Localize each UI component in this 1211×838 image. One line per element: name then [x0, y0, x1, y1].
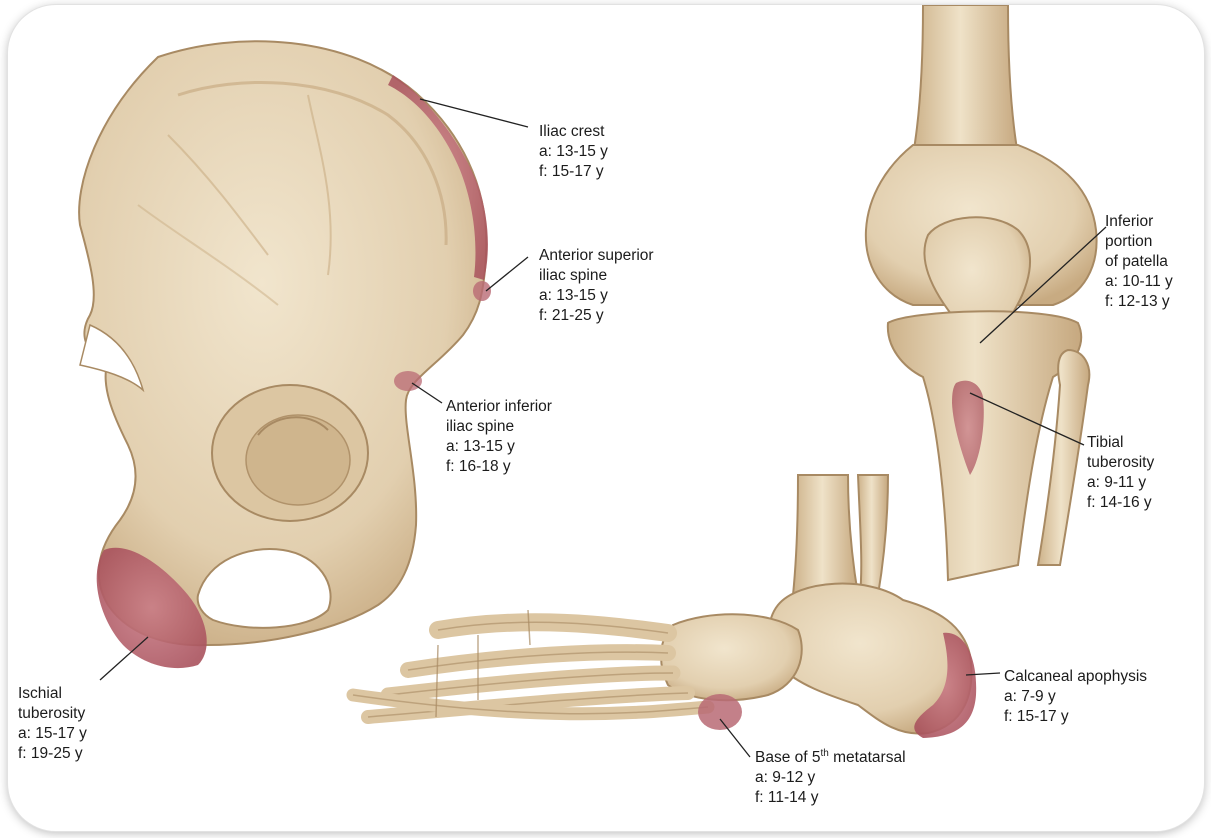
label-aiis-a: a: 13-15 y [446, 437, 552, 457]
knee-bones [866, 5, 1097, 580]
label-ischial-tuberosity: Ischial tuberosity a: 15-17 y f: 19-25 y [18, 684, 87, 764]
fifth-metatarsal-apophysis [698, 694, 742, 730]
label-metatarsal-sup: th [821, 748, 829, 759]
label-patella-f: f: 12-13 y [1105, 292, 1173, 312]
label-ischial-name-2: tuberosity [18, 704, 87, 724]
label-tibial-f: f: 14-16 y [1087, 493, 1154, 513]
label-ischial-f: f: 19-25 y [18, 744, 87, 764]
label-iliac-crest-f: f: 15-17 y [539, 162, 608, 182]
hip-bone [79, 41, 491, 668]
label-tibial-tuberosity: Tibial tuberosity a: 9-11 y f: 14-16 y [1087, 433, 1154, 513]
label-ischial-name-1: Ischial [18, 684, 87, 704]
label-metatarsal-a: a: 9-12 y [755, 768, 906, 788]
label-calcaneal-f: f: 15-17 y [1004, 707, 1147, 727]
label-patella-name-1: Inferior [1105, 212, 1173, 232]
label-aiis: Anterior inferior iliac spine a: 13-15 y… [446, 397, 552, 477]
label-asis-name-2: iliac spine [539, 266, 654, 286]
label-metatarsal-prefix: Base of 5 [755, 749, 821, 766]
label-patella-name-3: of patella [1105, 252, 1173, 272]
label-asis-name-1: Anterior superior [539, 246, 654, 266]
label-tibial-a: a: 9-11 y [1087, 473, 1154, 493]
label-tibial-name-1: Tibial [1087, 433, 1154, 453]
label-metatarsal-name: Base of 5th metatarsal [755, 748, 906, 768]
asis-apophysis [473, 281, 491, 301]
label-metatarsal-suffix: metatarsal [829, 749, 906, 766]
label-calcaneal-apophysis: Calcaneal apophysis a: 7-9 y f: 15-17 y [1004, 667, 1147, 727]
label-iliac-crest: Iliac crest a: 13-15 y f: 15-17 y [539, 122, 608, 182]
label-aiis-name-2: iliac spine [446, 417, 552, 437]
label-fifth-metatarsal: Base of 5th metatarsal a: 9-12 y f: 11-1… [755, 748, 906, 808]
label-ischial-a: a: 15-17 y [18, 724, 87, 744]
label-aiis-f: f: 16-18 y [446, 457, 552, 477]
label-calcaneal-a: a: 7-9 y [1004, 687, 1147, 707]
label-asis-f: f: 21-25 y [539, 306, 654, 326]
label-patella-a: a: 10-11 y [1105, 272, 1173, 292]
foot-bones [353, 475, 976, 738]
label-iliac-crest-a: a: 13-15 y [539, 142, 608, 162]
label-tibial-name-2: tuberosity [1087, 453, 1154, 473]
label-asis-a: a: 13-15 y [539, 286, 654, 306]
label-iliac-crest-name: Iliac crest [539, 122, 608, 142]
label-patella-name-2: portion [1105, 232, 1173, 252]
label-calcaneal-name: Calcaneal apophysis [1004, 667, 1147, 687]
label-inferior-patella: Inferior portion of patella a: 10-11 y f… [1105, 212, 1173, 312]
aiis-apophysis [394, 371, 422, 391]
label-aiis-name-1: Anterior inferior [446, 397, 552, 417]
label-metatarsal-f: f: 11-14 y [755, 788, 906, 808]
label-asis: Anterior superior iliac spine a: 13-15 y… [539, 246, 654, 326]
illustration-frame: Iliac crest a: 13-15 y f: 15-17 y Anteri… [8, 5, 1204, 831]
